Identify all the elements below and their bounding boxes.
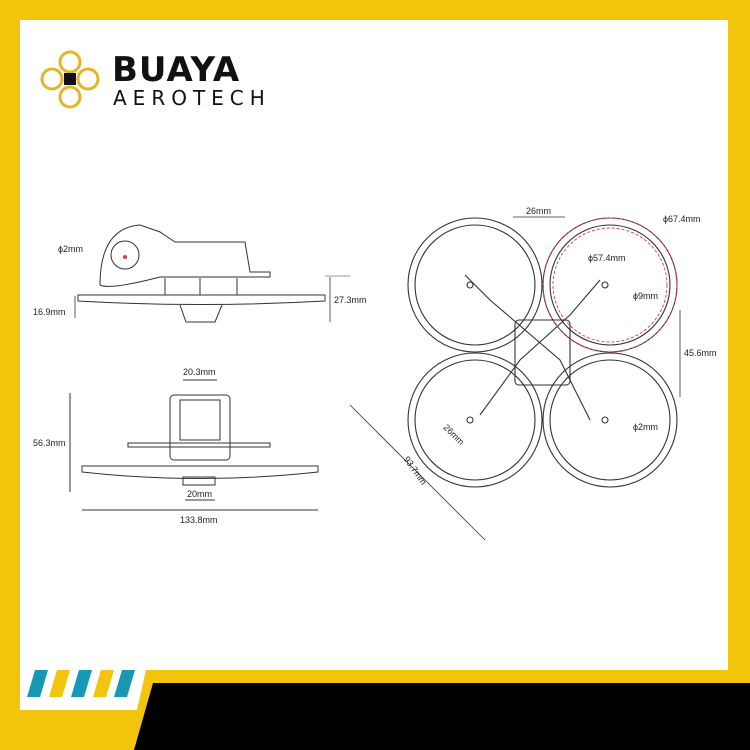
side-height-frame-label: 16.9mm xyxy=(33,307,66,317)
side-height-total-label: 27.3mm xyxy=(334,295,367,305)
side-motor-hole-label: ϕ2mm xyxy=(58,244,83,254)
side-view-drawing xyxy=(74,224,350,323)
front-bottom-width-label: 20mm xyxy=(187,489,212,499)
logo-icon xyxy=(40,50,100,109)
top-mount-hole-label: ϕ2mm xyxy=(633,422,658,432)
top-duct-outer-label: ϕ67.4mm xyxy=(663,214,701,224)
white-panel xyxy=(20,20,728,710)
brand-name: BUAYA xyxy=(112,50,241,90)
top-motor-spacing-label: 26mm xyxy=(526,206,551,216)
brand-tagline: AEROTECH xyxy=(113,86,271,110)
front-height-label: 56.3mm xyxy=(33,438,66,448)
decor-stripes xyxy=(27,670,135,697)
black-band xyxy=(134,683,750,750)
top-vertical-spacing-label: 45.6mm xyxy=(684,348,717,358)
front-total-width-label: 133.8mm xyxy=(180,515,218,525)
top-motor-center-label: ϕ9mm xyxy=(633,291,658,301)
top-duct-inner-label: ϕ57.4mm xyxy=(588,253,626,263)
front-view-drawing xyxy=(69,379,319,511)
front-top-width-label: 20.3mm xyxy=(183,367,216,377)
duct-dimension-circles xyxy=(542,217,678,353)
